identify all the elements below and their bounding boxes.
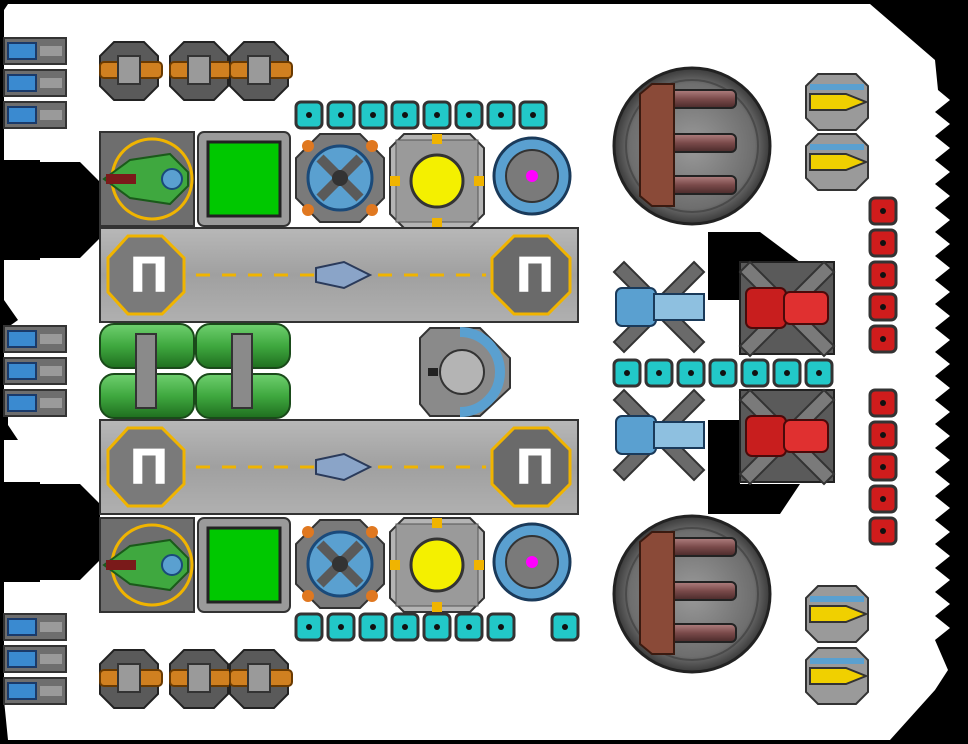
red-armor-icon (868, 516, 898, 546)
gyro-bottom (295, 519, 385, 609)
cyan-armor-icon (326, 100, 356, 130)
runway-bottom (99, 419, 579, 515)
runway-marker-3: Π (129, 440, 169, 496)
reactor-bottom (389, 517, 485, 613)
runway-marker-1: Π (129, 248, 169, 304)
cyan-armor-icon (644, 358, 674, 388)
runway-marker-2: Π (515, 248, 555, 304)
thruster-blue-bottom (612, 388, 706, 482)
turret-bottom (612, 514, 772, 674)
red-armor-icon (868, 388, 898, 418)
fighter-bay-top (99, 131, 195, 227)
red-column-bottom (868, 388, 898, 546)
cyan-armor-icon (486, 612, 516, 642)
cannons-top (99, 41, 293, 101)
cyan-armor-icon (740, 358, 770, 388)
cyan-armor-icon (708, 358, 738, 388)
thruster-red-bottom (738, 388, 836, 486)
missile-pod-3 (805, 585, 869, 643)
red-armor-icon (868, 260, 898, 290)
cyan-armor-icon (804, 358, 834, 388)
cyan-armor-icon (326, 612, 356, 642)
red-column-top (868, 196, 898, 354)
fuel-tanks (99, 323, 291, 419)
hull-gap-right (708, 232, 800, 300)
red-armor-icon (868, 196, 898, 226)
red-armor-icon (868, 228, 898, 258)
red-armor-icon (868, 484, 898, 514)
cyan-armor-icon (612, 358, 642, 388)
thruster-blue-top (612, 260, 706, 354)
cockpit (419, 327, 511, 417)
cyan-armor-icon (358, 100, 388, 130)
cyan-armor-icon (772, 358, 802, 388)
cyan-armor-icon (518, 100, 548, 130)
cyan-armor-icon (294, 100, 324, 130)
cyan-armor-icon (390, 100, 420, 130)
red-armor-icon (868, 452, 898, 482)
runway-top (99, 227, 579, 323)
cyan-armor-icon (676, 358, 706, 388)
red-armor-icon (868, 292, 898, 322)
fighter-bay-bottom (99, 517, 195, 613)
cyan-armor-icon (390, 612, 420, 642)
cyan-armor-icon (294, 612, 324, 642)
cyan-row-mid (612, 358, 834, 388)
cannons-bottom (99, 649, 293, 709)
shield-core-top (492, 136, 572, 216)
batteries-bottom-left (3, 613, 67, 705)
red-armor-icon (868, 420, 898, 450)
reactor-top (389, 133, 485, 229)
missile-pod-4 (805, 647, 869, 705)
gyro-top (295, 133, 385, 223)
thruster-red-top (738, 260, 836, 358)
batteries-top-left (3, 37, 67, 129)
turret-top (612, 66, 772, 226)
cyan-armor-icon (422, 100, 452, 130)
batteries-mid-left (3, 325, 67, 417)
missile-pod-2 (805, 133, 869, 191)
cyan-armor-icon (486, 100, 516, 130)
cyan-row-top (294, 100, 548, 130)
shield-panel-bottom (197, 517, 291, 613)
runway-marker-4: Π (515, 440, 555, 496)
red-armor-icon (868, 324, 898, 354)
missile-pod-1 (805, 73, 869, 131)
shield-panel-top (197, 131, 291, 227)
cyan-row-bottom (294, 612, 580, 642)
shield-core-bottom (492, 522, 572, 602)
cyan-armor-icon (358, 612, 388, 642)
cyan-armor-icon (454, 612, 484, 642)
cyan-armor-icon (550, 612, 580, 642)
cyan-armor-icon (454, 100, 484, 130)
cyan-armor-icon (422, 612, 452, 642)
